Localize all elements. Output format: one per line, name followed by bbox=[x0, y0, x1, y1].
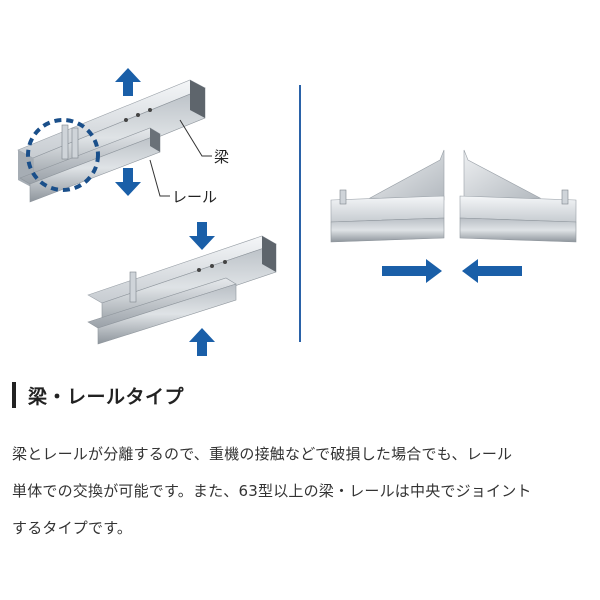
arrow-down-icon-lower bbox=[189, 222, 215, 250]
description-line-2: 単体での交換が可能です。また、63型以上の梁・レールは中央でジョイント bbox=[12, 482, 532, 500]
heading-accent-bar bbox=[12, 382, 16, 408]
description-line-3: するタイプです。 bbox=[12, 519, 133, 537]
arrow-up-icon-lower bbox=[189, 328, 215, 356]
description-paragraph: 梁とレールが分離するので、重機の接触などで破損した場合でも、レール 単体での交換… bbox=[12, 436, 588, 547]
section-heading: 梁・レールタイプ bbox=[12, 380, 184, 410]
arrow-down-icon bbox=[115, 168, 141, 196]
arrow-left-icon bbox=[462, 259, 522, 283]
leader-line-beam bbox=[179, 119, 212, 157]
arrow-right-icon bbox=[382, 259, 442, 283]
leader-line-rail bbox=[149, 159, 170, 197]
joint-right-half bbox=[459, 149, 577, 243]
detail-highlight-circle bbox=[26, 118, 100, 192]
hanger-bracket-upper bbox=[61, 124, 79, 160]
label-rail: レール bbox=[172, 188, 217, 206]
product-illustration: 梁 レール bbox=[17, 68, 577, 356]
rail-lower bbox=[87, 271, 237, 345]
label-beam: 梁 bbox=[214, 148, 229, 166]
arrow-up-icon bbox=[115, 68, 141, 96]
joint-left-half bbox=[330, 149, 445, 243]
description-line-1: 梁とレールが分離するので、重機の接触などで破損した場合でも、レール bbox=[12, 445, 513, 463]
heading-title: 梁・レールタイプ bbox=[28, 385, 185, 408]
